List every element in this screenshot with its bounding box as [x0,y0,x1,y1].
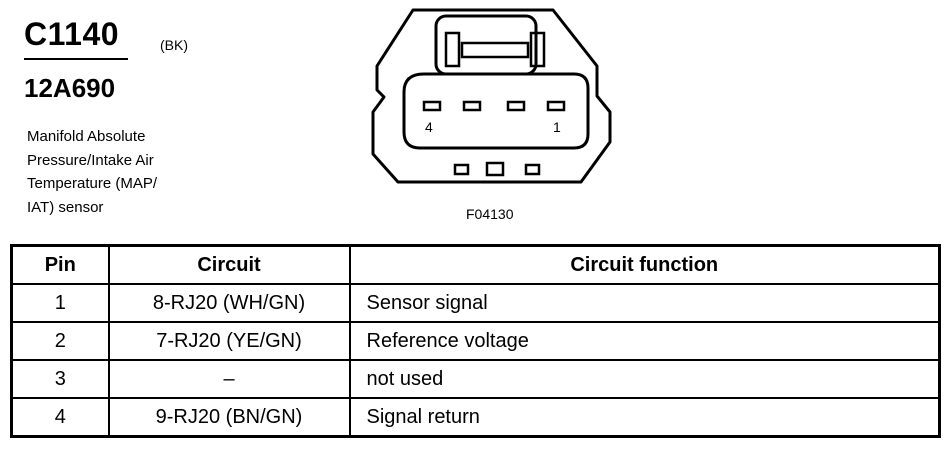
circuit-cell: 8-RJ20 (WH/GN) [107,283,351,323]
connector-id-underline [24,58,128,60]
table-row: 1 8-RJ20 (WH/GN) Sensor signal [10,283,941,323]
function-cell: Signal return [348,397,941,438]
table-row: 2 7-RJ20 (YE/GN) Reference voltage [10,321,941,361]
pinout-table: Pin Circuit Circuit function 1 8-RJ20 (W… [10,244,941,438]
function-cell: Reference voltage [348,321,941,361]
terminal-cavity [402,72,590,150]
latch-tab-right [529,31,546,68]
description-line: Manifold Absolute [27,128,146,145]
description-line: Temperature (MAP/ [27,175,158,192]
pin-label-4: 4 [425,119,433,135]
header-circuit-function: Circuit function [348,244,941,285]
pin-terminal-4 [422,100,442,112]
part-number: 12A690 [24,73,116,103]
connector-housing-outline [371,8,612,184]
table-header-row: Pin Circuit Circuit function [10,244,941,285]
circuit-cell: 7-RJ20 (YE/GN) [107,321,351,361]
bottom-key-right [524,163,541,176]
table-row: 3 – not used [10,359,941,399]
description-line: Pressure/Intake Air [27,151,154,169]
pin-label-1: 1 [553,119,561,135]
connector-id: C1140 [24,16,120,52]
pin-cell: 1 [10,283,110,323]
latch-bar [460,41,530,59]
connector-description: Manifold Absolute Pressure/Intake Air Te… [27,125,227,219]
pin-terminal-3 [462,100,482,112]
connector-face-diagram: 4 1 [371,8,612,184]
latch-tab-left [444,31,461,68]
pin-terminal-1 [546,100,566,112]
figure-reference: F04130 [466,206,514,222]
bottom-key-center [485,161,505,177]
table-row: 4 9-RJ20 (BN/GN) Signal return [10,397,941,438]
bottom-key-left [453,163,470,176]
header-circuit: Circuit [107,244,351,285]
pin-cell: 3 [10,359,110,399]
function-cell: not used [348,359,941,399]
connector-color-code: (BK) [160,37,188,53]
pin-terminal-2 [506,100,526,112]
circuit-cell: 9-RJ20 (BN/GN) [107,397,351,438]
description-line: IAT) sensor [27,198,104,216]
function-cell: Sensor signal [348,283,941,323]
header-pin: Pin [10,244,110,285]
pin-cell: 2 [10,321,110,361]
circuit-cell: – [107,359,351,399]
pin-cell: 4 [10,397,110,438]
